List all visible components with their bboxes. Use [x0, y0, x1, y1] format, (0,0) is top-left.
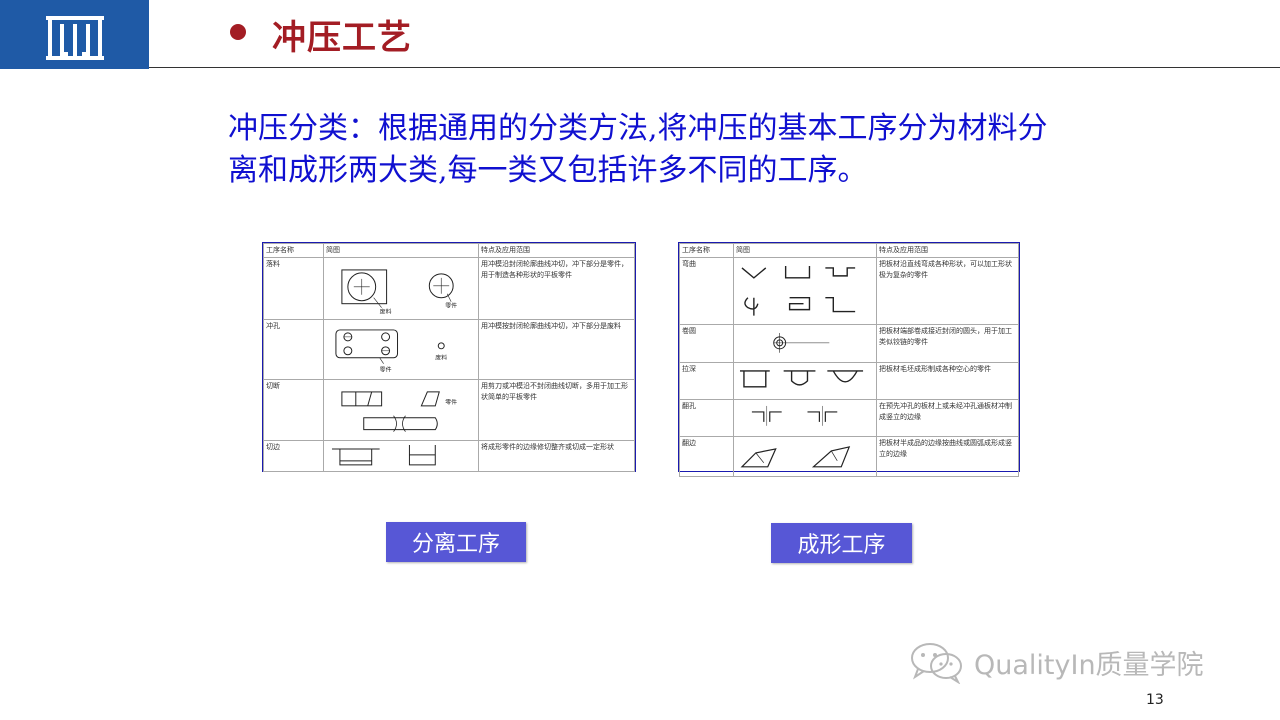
- table-row: 翻边 把板材半成品的边缘按曲线或圆弧成形成竖立的边缘: [679, 435, 1019, 478]
- page-title: 冲压工艺: [272, 18, 412, 58]
- process-description: 将成形零件的边缘修切整齐或切成一定形状: [478, 439, 635, 472]
- diagram-flanging: [733, 435, 877, 478]
- watermark: QualityIn质量学院: [908, 640, 1204, 684]
- header-cell: 简图: [323, 243, 479, 258]
- process-name: 翻边: [679, 435, 734, 478]
- fig-label: 废料: [435, 353, 447, 361]
- process-name: 切边: [263, 439, 324, 472]
- process-description: 把板材端部卷成接近封闭的圆头，用于加工类似铰链的零件: [876, 323, 1019, 364]
- process-name: 落料: [263, 257, 324, 320]
- process-description: 把板材沿直线弯成各种形状，可以加工形状极为复杂的零件: [876, 257, 1019, 325]
- process-description: 把板材毛坯成形制成各种空心的零件: [876, 362, 1019, 400]
- wechat-icon: [911, 643, 962, 684]
- process-description: 用冲模按封闭轮廓曲线冲切，冲下部分是废料: [478, 318, 635, 381]
- table-row: 翻孔 在预先冲孔的板材上或未经冲孔通板材冲制成竖立的边缘: [679, 398, 1019, 437]
- header-cell: 特点及应用范围: [478, 243, 635, 258]
- diagram-blanking: 废料 零件: [323, 257, 479, 320]
- header-divider: [149, 67, 1280, 68]
- diagram-punching: 零件 废料: [323, 318, 479, 381]
- process-description: 在预先冲孔的板材上或未经冲孔通板材冲制成竖立的边缘: [876, 398, 1019, 437]
- process-name: 卷圆: [679, 323, 734, 364]
- header-cell: 简图: [733, 243, 877, 258]
- logo: [0, 0, 149, 69]
- table-row: 弯曲 把板材沿直线弯成各种形状，可以加工形状极为复杂的零件: [679, 257, 1019, 325]
- forming-process-label: 成形工序: [771, 523, 912, 563]
- diagram-bending: [733, 257, 877, 325]
- fig-label: 零件: [445, 398, 457, 406]
- logo-mark-icon: [46, 16, 104, 60]
- diagram-deep-drawing: [733, 362, 877, 400]
- table-header-row: 工序名称 简图 特点及应用范围: [263, 243, 635, 258]
- diagram-curling: [733, 323, 877, 364]
- table-row: 冲孔 零件 废料 用冲模按封闭轮廓曲线冲切，冲下部分是废料: [263, 318, 635, 381]
- diagram-cutting: 零件: [323, 379, 479, 441]
- process-name: 翻孔: [679, 398, 734, 437]
- separation-process-table: 工序名称 简图 特点及应用范围 落料 废料 零件: [262, 242, 636, 472]
- intro-paragraph: 冲压分类：根据通用的分类方法,将冲压的基本工序分为材料分离和成形两大类,每一类又…: [228, 111, 1048, 188]
- forming-process-table: 工序名称 简图 特点及应用范围 弯曲 把板材沿直线弯成各种形状，可以: [678, 242, 1020, 478]
- title-bullet-icon: [230, 24, 246, 40]
- diagram-trimming: [323, 439, 479, 472]
- process-name: 弯曲: [679, 257, 734, 325]
- header-cell: 工序名称: [679, 243, 734, 258]
- diagram-hole-flanging: [733, 398, 877, 437]
- process-name: 冲孔: [263, 318, 324, 381]
- header-cell: 工序名称: [263, 243, 324, 258]
- process-description: 用剪刀或冲模沿不封闭曲线切断，多用于加工形状简单的平板零件: [478, 379, 635, 441]
- fig-label: 零件: [445, 302, 457, 310]
- table-row: 切边 将成形零件的边缘修切整齐或切成一定形状: [263, 439, 635, 472]
- header-cell: 特点及应用范围: [876, 243, 1019, 258]
- watermark-text: QualityIn质量学院: [974, 649, 1204, 681]
- separation-process-label: 分离工序: [386, 522, 526, 562]
- process-description: 用冲模沿封闭轮廓曲线冲切，冲下部分是零件，用于制造各种形状的平板零件: [478, 257, 635, 320]
- process-name: 拉深: [679, 362, 734, 400]
- table-row: 落料 废料 零件 用冲模沿封闭轮廓曲线冲切，冲下部分是零件，用于制造各种形状的平…: [263, 257, 635, 320]
- page-number: 13: [1146, 692, 1164, 708]
- fig-label: 零件: [380, 365, 392, 373]
- process-name: 切断: [263, 379, 324, 441]
- table-row: 卷圆 把板材端部卷成接近封闭的圆头，用于加工类似铰链的零件: [679, 323, 1019, 364]
- table-row: 切断 零件 用剪刀或冲模沿不封闭曲线切断，多用于加工形状简单的平板零件: [263, 379, 635, 441]
- table-header-row: 工序名称 简图 特点及应用范围: [679, 243, 1019, 258]
- table-row: 拉深 把板材毛坯成形制成各种空心的零件: [679, 362, 1019, 400]
- fig-label: 废料: [380, 308, 392, 316]
- process-description: 把板材半成品的边缘按曲线或圆弧成形成竖立的边缘: [876, 435, 1019, 478]
